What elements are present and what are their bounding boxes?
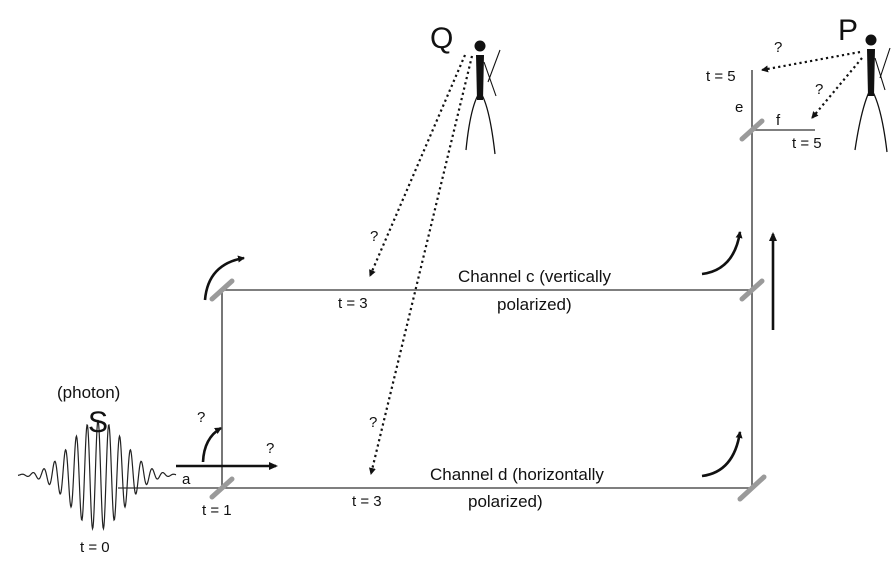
question-mark-right: ? [266,440,274,457]
path-f-label: f [776,112,781,129]
beam-splitter-start [209,476,235,500]
observer-p-figure [854,34,891,153]
time-label-t1: t = 1 [202,502,232,519]
question-mark-sightline-f: ? [815,81,823,98]
sightline-p-to-f [811,57,863,119]
sightline-p-to-e [761,50,861,73]
question-mark-sightline-c: ? [370,228,378,245]
photon-wave-packet [17,419,177,532]
arrow-curve-bottom-right [701,431,743,478]
channel-c-label-line1: Channel c (vertically [458,267,612,286]
channel-c-label-line2: polarized) [497,295,572,314]
observer-q-label: Q [430,22,453,55]
beam-splitter-end [739,118,765,142]
mirror-top-left [209,278,235,302]
mirror-bottom-right [737,474,767,502]
arrow-curve-up-at-start [201,426,222,463]
observer-p-label: P [838,14,858,47]
time-label-t3-lower: t = 3 [352,493,382,510]
question-mark-sightline-e: ? [774,39,782,56]
path-a-label: a [182,471,191,488]
channel-d-label-line2: polarized) [468,492,543,511]
time-label-t3-upper: t = 3 [338,295,368,312]
path-e-label: e [735,99,743,116]
source-label: S [88,406,108,439]
question-mark-sightline-d: ? [369,414,377,431]
arrow-curve-top-right [701,231,743,276]
mirror-top-right [739,278,765,302]
arrow-curve-top-left [203,255,245,301]
photon-label: (photon) [57,383,120,402]
time-label-t5-f: t = 5 [792,135,822,152]
time-label-t0: t = 0 [80,539,110,556]
sightline-q-to-d [369,55,474,475]
observer-q-figure [465,40,501,155]
sightline-q-to-c [368,54,467,277]
channel-d-label-line1: Channel d (horizontally [430,465,604,484]
question-mark-up: ? [197,409,205,426]
time-label-t5-e: t = 5 [706,68,736,85]
